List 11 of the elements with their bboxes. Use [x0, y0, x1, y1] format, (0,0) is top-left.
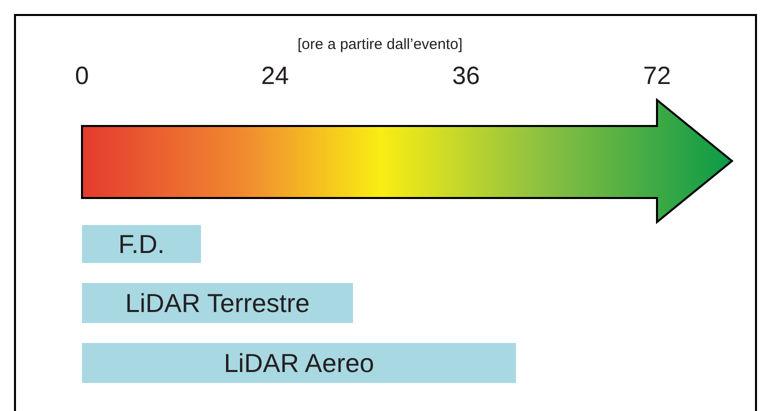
- bar-label: LiDAR Aereo: [224, 348, 374, 378]
- tick-label: 72: [643, 62, 671, 91]
- duration-bar: [82, 225, 201, 263]
- duration-bar: [82, 283, 353, 323]
- bar-label: LiDAR Terrestre: [125, 288, 310, 318]
- tick-label: 36: [452, 62, 480, 91]
- tick-label: 24: [261, 62, 289, 91]
- bar-label: F.D.: [118, 228, 165, 260]
- duration-bar: [82, 343, 516, 383]
- axis-title: [ore a partire dall’evento]: [297, 36, 463, 53]
- tick-label: 0: [75, 62, 89, 91]
